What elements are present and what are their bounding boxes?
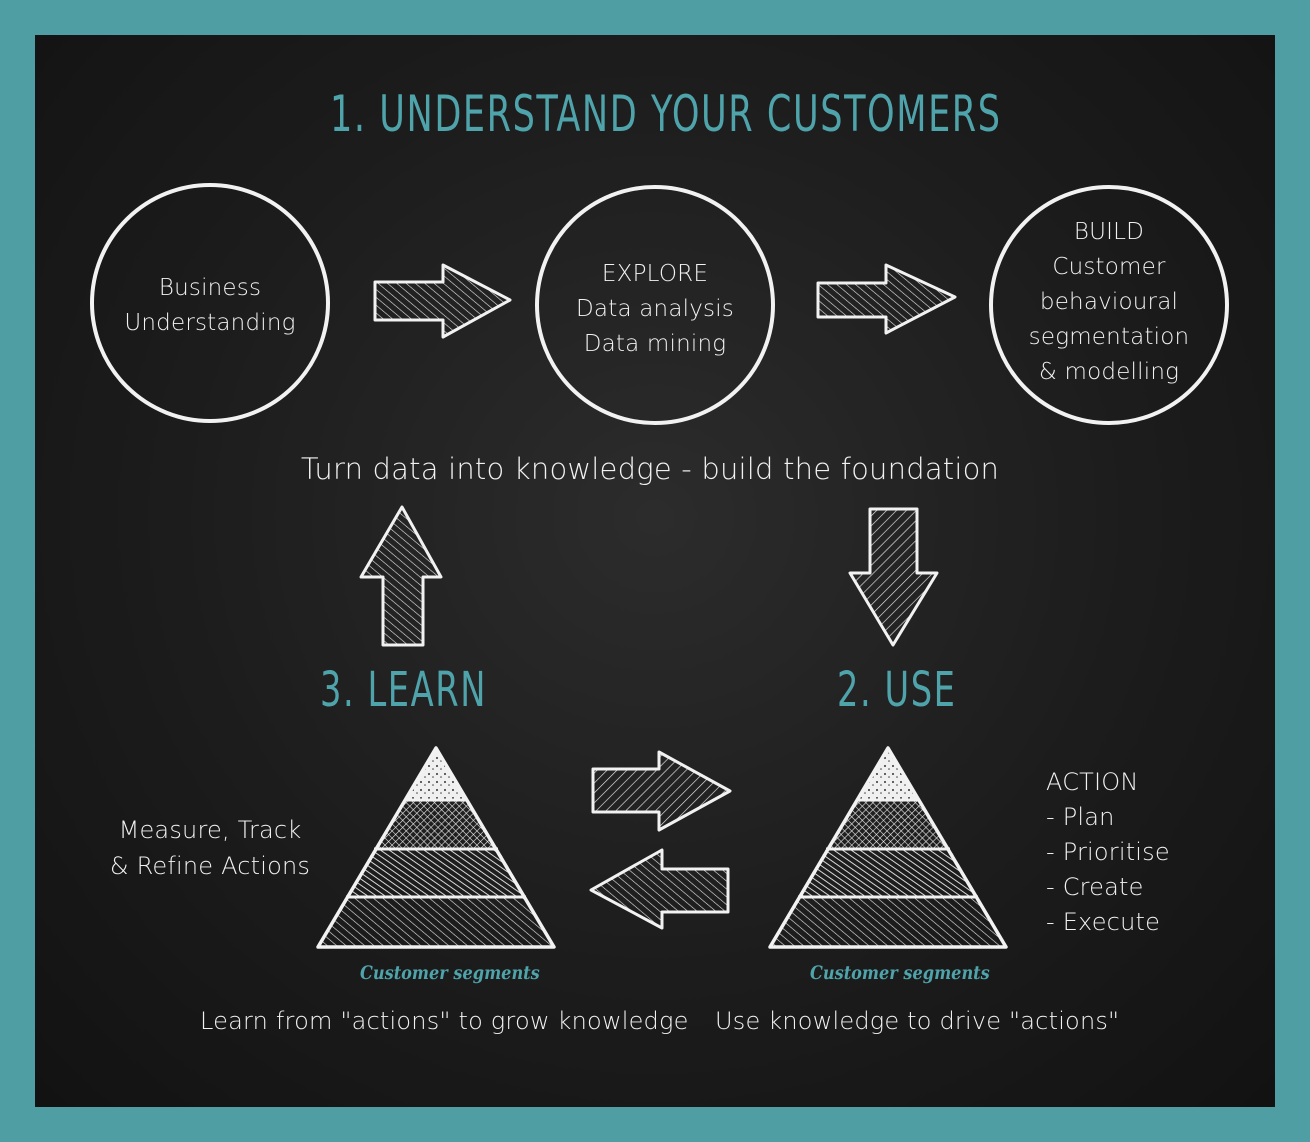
diagram-art [90,183,1229,949]
circle-build [989,185,1229,425]
action-item: - Execute [1046,908,1161,936]
learn-side-line: & Refine Actions [109,852,311,880]
circle-explore [535,185,775,425]
circle-line: Understanding [124,310,296,336]
arrow-down-icon [848,507,939,647]
circle-line: segmentation [1028,324,1190,350]
circle-business [90,183,330,423]
pyramid-use [768,746,1008,949]
circle-line: & modelling [1038,359,1180,385]
circle-explore-text: EXPLORE Data analysis Data mining [555,257,755,362]
circle-line: Data mining [583,331,727,357]
stage1-caption: Turn data into knowledge - build the fou… [300,452,1000,486]
learn-side-line: Measure, Track [118,816,302,844]
use-caption: Use knowledge to drive "actions" [715,1007,1120,1035]
arrow-left-icon [589,848,730,930]
action-item: - Plan [1046,803,1115,831]
circle-line: behavioural [1039,289,1179,315]
use-pyramid-label: Customer segments [810,962,990,984]
arrow-right-icon [373,263,512,339]
arrow-up-icon [359,505,443,647]
learn-pyramid-label: Customer segments [360,962,540,984]
action-list: ACTION - Plan - Prioritise - Create - Ex… [1046,765,1170,940]
circle-line: BUILD [1073,219,1145,245]
page-title: 1. UNDERSTAND YOUR CUSTOMERS [330,85,1002,143]
circle-build-text: BUILD Customer behavioural segmentation … [999,215,1219,390]
action-item: - Prioritise [1046,838,1170,866]
learn-heading: 3. LEARN [320,662,487,718]
chalkboard: 1. UNDERSTAND YOUR CUSTOMERS Business Un… [35,35,1275,1107]
learn-caption: Learn from "actions" to grow knowledge [200,1007,689,1035]
learn-side-text: Measure, Track & Refine Actions [105,812,315,884]
use-heading: 2. USE [837,662,957,718]
action-item: - Create [1046,873,1144,901]
pyramid-learn [316,746,556,949]
circle-line: Business [158,275,262,301]
arrow-right-icon [816,263,957,335]
circle-line: Data analysis [576,296,734,322]
circle-business-text: Business Understanding [110,271,310,341]
action-title: ACTION [1046,768,1139,796]
circle-line: Customer [1052,254,1166,280]
arrow-right-icon [591,750,732,832]
circle-line: EXPLORE [601,261,709,287]
